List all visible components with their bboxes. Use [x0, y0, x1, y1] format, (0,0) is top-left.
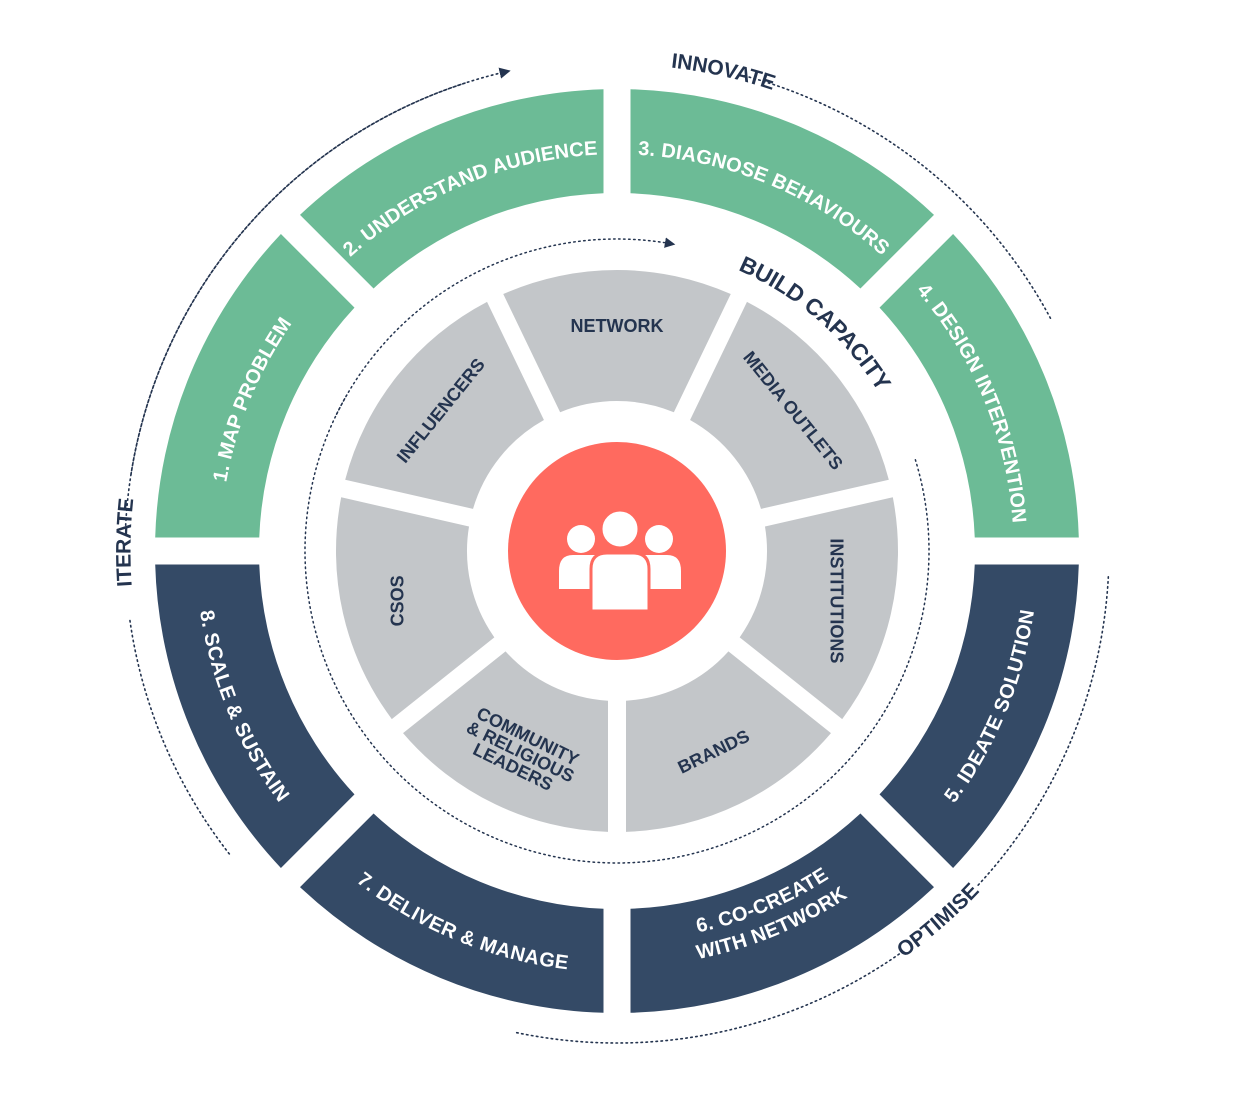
people-group-icon [559, 508, 681, 613]
network-ring [335, 270, 898, 832]
outer-dotted-arc [976, 575, 1110, 888]
svg-text:NETWORK: NETWORK [571, 316, 664, 336]
network-segment-6 [335, 497, 495, 720]
outer-dotted-arc [130, 82, 466, 475]
innovate-label: INNOVATE [670, 50, 778, 95]
network-segment-4 [626, 651, 831, 832]
network-segment-2 [690, 301, 889, 509]
stage-block-2 [300, 89, 604, 289]
stage-block-7 [300, 813, 604, 1013]
stage-block-4 [879, 234, 1079, 538]
outer-dotted-ring [124, 67, 1110, 1044]
outer-stage-ring [155, 89, 1079, 1013]
stage-block-1 [155, 234, 355, 538]
svg-text:INSTITUTIONS: INSTITUTIONS [827, 538, 847, 663]
network-segment-5 [403, 651, 608, 832]
stage-block-6 [630, 813, 934, 1013]
stage-block-3 [630, 89, 934, 289]
stage-block-8 [155, 564, 355, 868]
network-label-3: INSTITUTIONS [827, 538, 847, 663]
outer-dotted-arc [743, 74, 1053, 321]
inner-dotted-ring [304, 237, 930, 864]
inner-dotted-arc [304, 394, 930, 864]
network-label-6: CSOS [387, 575, 407, 626]
iterate-label: ITERATE [112, 497, 138, 587]
svg-text:CSOS: CSOS [387, 575, 407, 626]
network-segment-3 [739, 497, 898, 720]
network-segment-7 [345, 301, 544, 509]
network-segment-1 [503, 270, 731, 413]
outer-dotted-arc [513, 953, 900, 1044]
center-circle [508, 442, 726, 660]
network-label-1: NETWORK [571, 316, 664, 336]
center-audience [508, 442, 726, 660]
stage-block-5 [879, 564, 1079, 868]
outer-dotted-arc [128, 618, 231, 855]
inner-dotted-arc [335, 237, 676, 415]
